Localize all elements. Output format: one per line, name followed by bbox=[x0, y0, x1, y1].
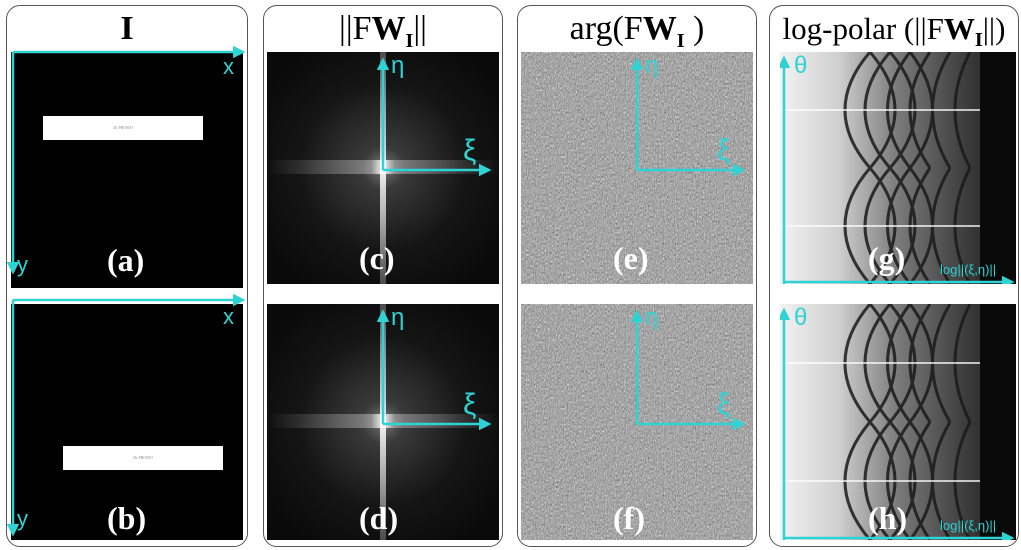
panel-label: (f) bbox=[613, 500, 645, 536]
axis-label-eta: η bbox=[645, 52, 659, 79]
axis-label-xi: ξ bbox=[717, 388, 731, 421]
axis-label-y: y bbox=[17, 506, 28, 531]
axis-label-log-radius: log||(ξ,η)|| bbox=[940, 262, 997, 277]
axis-label-log-radius: log||(ξ,η)|| bbox=[940, 518, 997, 533]
log-polar-axes bbox=[780, 307, 1015, 540]
column-log-polar: log-polar (||FWI||) θ log||(ξ,η)|| (g) bbox=[769, 5, 1019, 547]
axis-label-y: y bbox=[17, 252, 28, 277]
panel-label: (h) bbox=[868, 500, 908, 536]
axis-label-eta: η bbox=[391, 52, 405, 79]
axis-label-x: x bbox=[223, 54, 234, 79]
image-axes bbox=[7, 45, 246, 537]
panel-label: (a) bbox=[107, 242, 145, 278]
axis-label-x: x bbox=[223, 304, 234, 329]
frequency-axes bbox=[376, 309, 492, 431]
column-title-log-polar: log-polar (||FWI||) bbox=[782, 11, 1006, 52]
axis-label-xi: ξ bbox=[717, 134, 731, 167]
text-rectangle: Dr PROMO bbox=[43, 116, 203, 140]
log-polar-image bbox=[780, 304, 1016, 540]
column-image: I Dr PROMO (a) Dr PROMO (b) x y x y bbox=[6, 5, 248, 547]
column-fourier-magnitude: ||FWI|| η ξ (c) η ξ (d) bbox=[263, 5, 503, 547]
column-title-phase: arg(FWI ) bbox=[569, 10, 705, 52]
column-title-image: I bbox=[120, 10, 134, 47]
frequency-axes bbox=[630, 57, 746, 177]
frequency-axes bbox=[630, 309, 746, 431]
axis-label-eta: η bbox=[645, 304, 659, 331]
panel-c: η ξ (c) bbox=[267, 52, 499, 284]
panel-label: (g) bbox=[868, 240, 906, 276]
panel-d: η ξ (d) bbox=[267, 304, 499, 540]
panel-a: Dr PROMO (a) bbox=[11, 52, 243, 288]
column-title-magnitude: ||FWI|| bbox=[339, 10, 427, 52]
panel-label: (d) bbox=[359, 500, 399, 536]
axis-label-theta: θ bbox=[794, 52, 808, 79]
column-fourier-phase: arg(FWI ) η ξ (e) η ξ (f) bbox=[517, 5, 757, 547]
panel-label: (e) bbox=[613, 240, 649, 276]
panel-label: (b) bbox=[107, 500, 147, 536]
panel-label: (c) bbox=[359, 240, 395, 276]
panel-f: η ξ (f) bbox=[521, 304, 753, 540]
axis-label-eta: η bbox=[391, 304, 405, 331]
panel-b: Dr PROMO (b) bbox=[11, 304, 243, 540]
panel-e: η ξ (e) bbox=[521, 52, 753, 284]
panel-h: θ log||(ξ,η)|| (h) bbox=[780, 304, 1016, 540]
axis-label-xi: ξ bbox=[463, 134, 477, 167]
axis-label-xi: ξ bbox=[463, 388, 477, 421]
axis-label-theta: θ bbox=[794, 304, 808, 331]
panel-g: θ log||(ξ,η)|| (g) bbox=[780, 52, 1016, 284]
log-polar-axes bbox=[780, 55, 1015, 284]
text-rectangle: Dr PROMO bbox=[63, 446, 223, 470]
frequency-axes bbox=[376, 57, 492, 177]
log-polar-image bbox=[780, 52, 1016, 284]
